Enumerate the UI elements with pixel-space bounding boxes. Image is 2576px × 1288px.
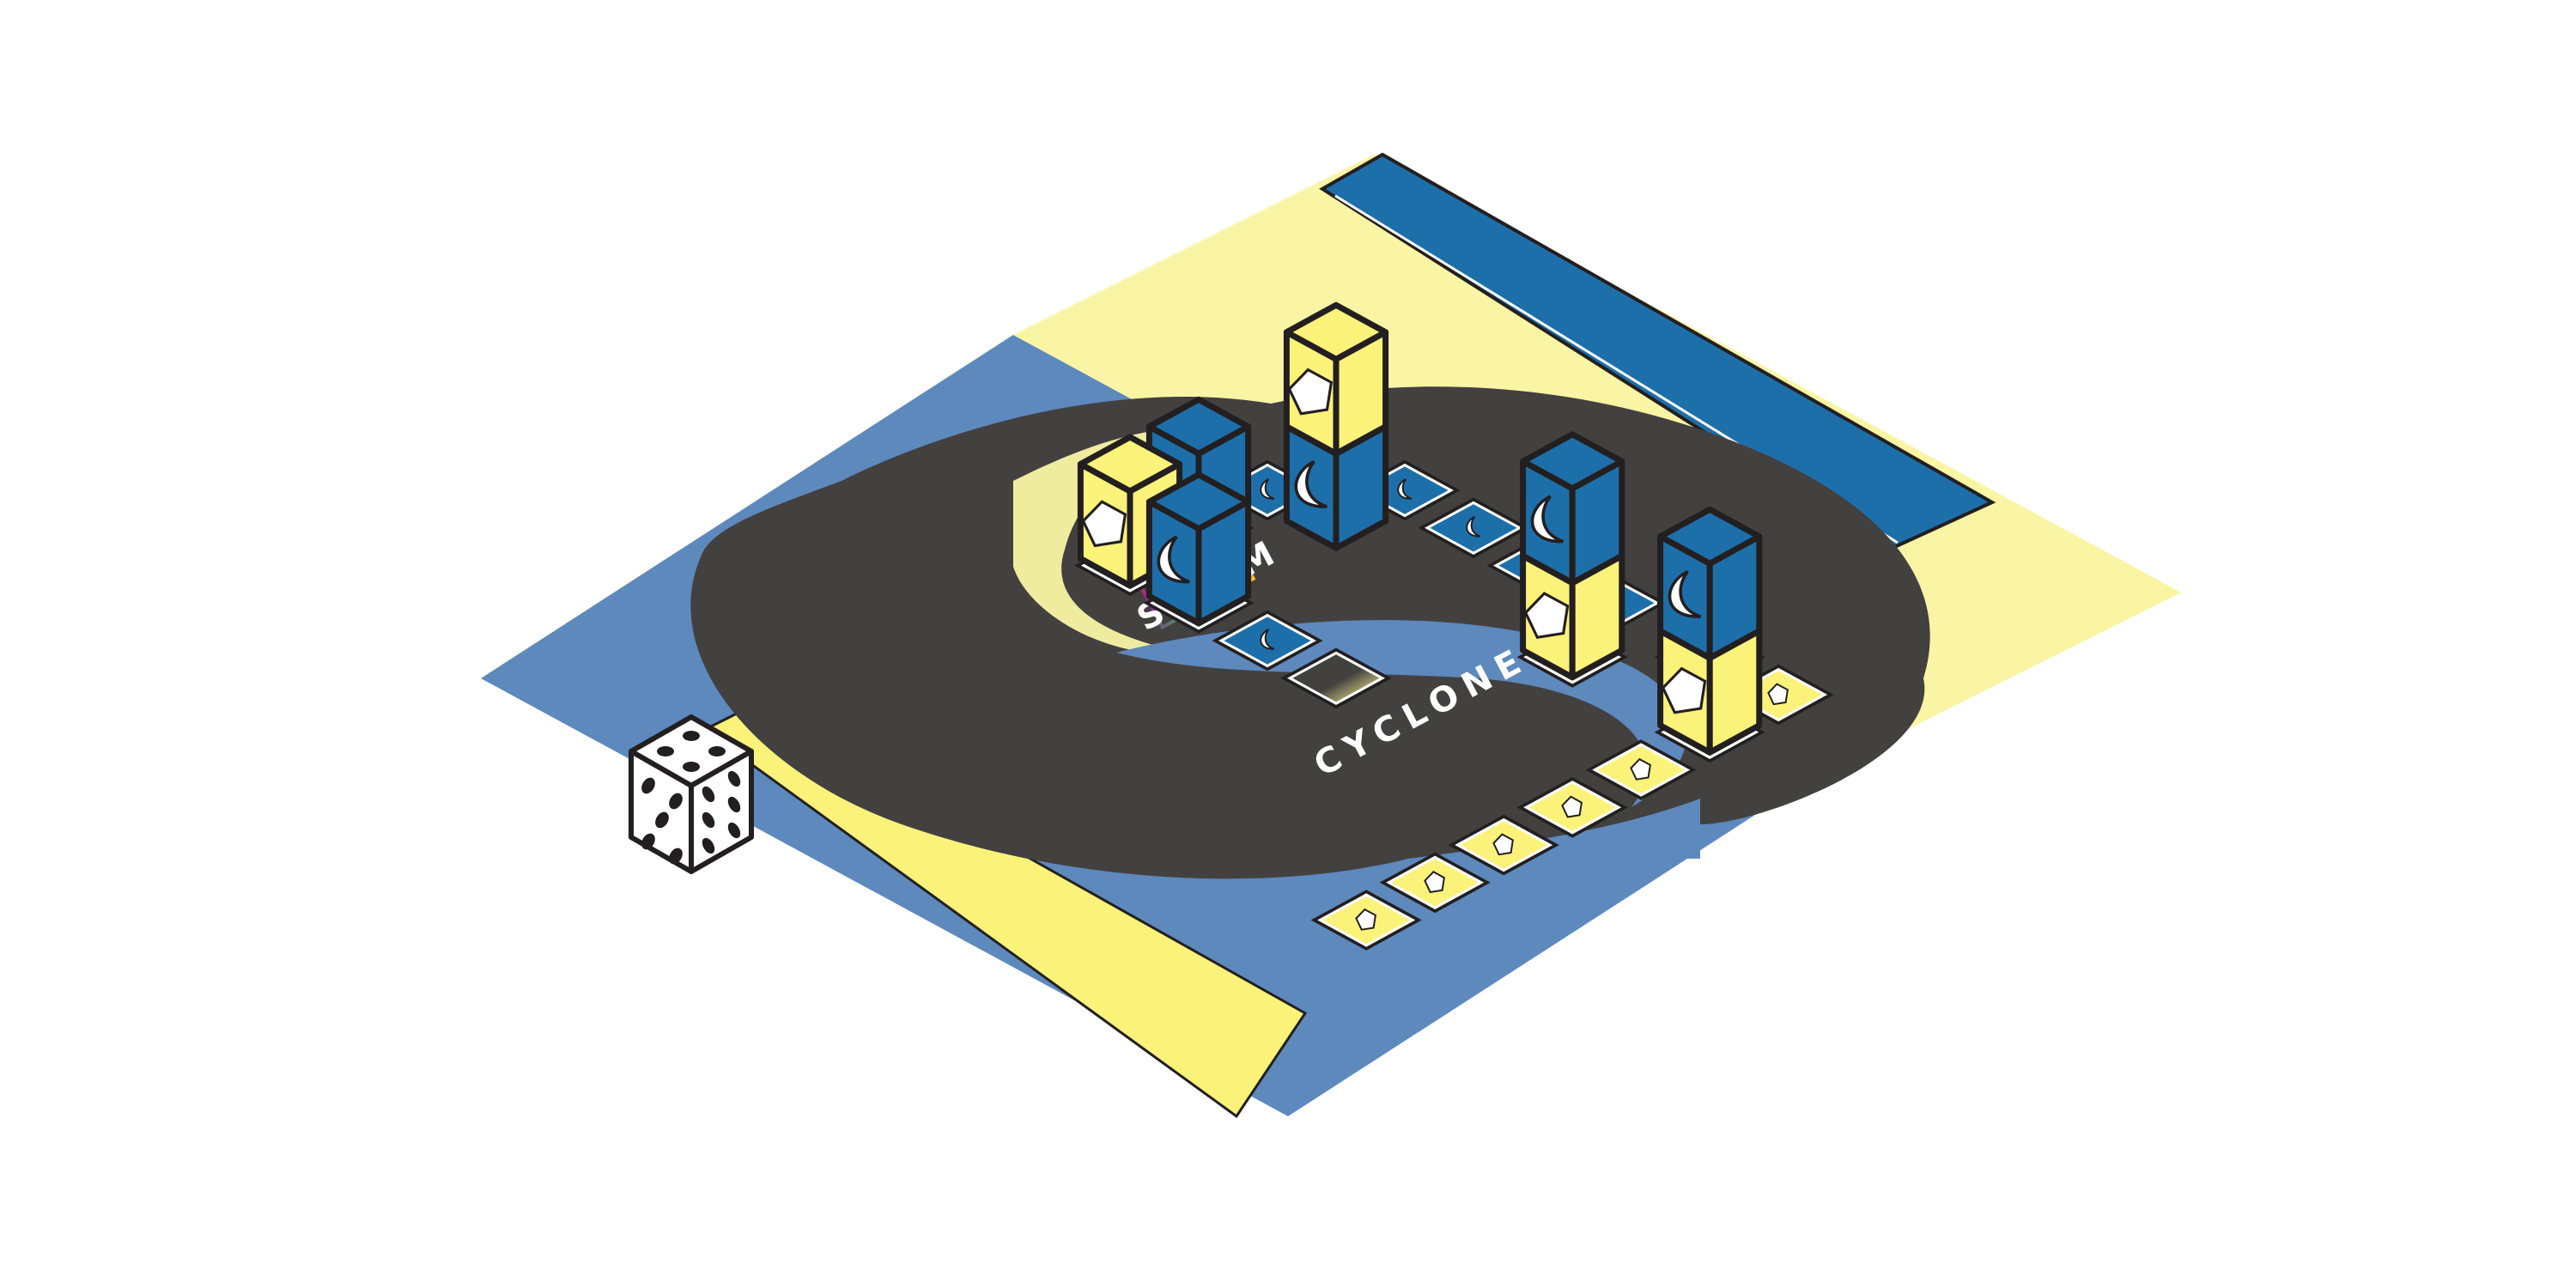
pentagon-icon (1081, 500, 1127, 548)
die[interactable] (629, 714, 754, 874)
die-pip (708, 746, 726, 756)
game-board: CYCLONE SXYZM (481, 152, 2181, 1119)
blue-piece[interactable] (1520, 431, 1625, 586)
game-pieces (1077, 301, 1763, 756)
die-pip (683, 762, 700, 772)
die-pip (727, 822, 741, 839)
die-pip (702, 786, 715, 803)
track-space[interactable] (1379, 852, 1491, 914)
track-space[interactable] (1280, 647, 1392, 709)
track-space[interactable] (1310, 890, 1422, 951)
die-pip (641, 833, 655, 850)
crescent-icon (1294, 459, 1327, 508)
pentagon-icon (1630, 757, 1651, 781)
pentagon-icon (1561, 795, 1583, 818)
track-space[interactable] (1418, 497, 1529, 559)
crescent-icon (1397, 478, 1413, 500)
pentagon-icon (1767, 683, 1789, 706)
crescent-icon (1466, 515, 1481, 538)
track-space-surface (1430, 504, 1517, 552)
die-pip (657, 746, 674, 756)
die-pip (702, 837, 715, 854)
crescent-icon (1530, 495, 1564, 544)
die-pip (727, 796, 741, 813)
track-space[interactable] (1448, 814, 1559, 876)
pentagon-icon (1492, 833, 1514, 856)
pentagon-icon (1424, 871, 1445, 894)
track-space-surface (1224, 617, 1311, 665)
pentagon-icon (1355, 908, 1376, 931)
track-space-surface (1292, 654, 1380, 702)
crescent-icon (1668, 569, 1702, 618)
pentagon-icon (1287, 368, 1334, 416)
pentagon-icon (1661, 666, 1707, 714)
yellow-piece[interactable] (1283, 301, 1389, 457)
die-pip (669, 848, 683, 865)
crescent-icon (1260, 478, 1275, 500)
die-pip (641, 777, 655, 794)
die-pip (727, 770, 741, 787)
crescent-icon (1260, 629, 1275, 650)
track-space[interactable] (1212, 610, 1323, 671)
track-space[interactable] (1516, 777, 1628, 838)
die-pip (683, 731, 700, 741)
die-pip (702, 811, 715, 829)
pentagon-icon (1523, 592, 1570, 640)
blue-piece[interactable] (1657, 506, 1763, 661)
die-pip (669, 793, 683, 810)
blue-piece[interactable] (1145, 471, 1252, 627)
die-pips (641, 731, 741, 865)
crescent-icon (1157, 535, 1190, 584)
die-pip (655, 811, 669, 829)
track-space[interactable] (1585, 739, 1697, 800)
